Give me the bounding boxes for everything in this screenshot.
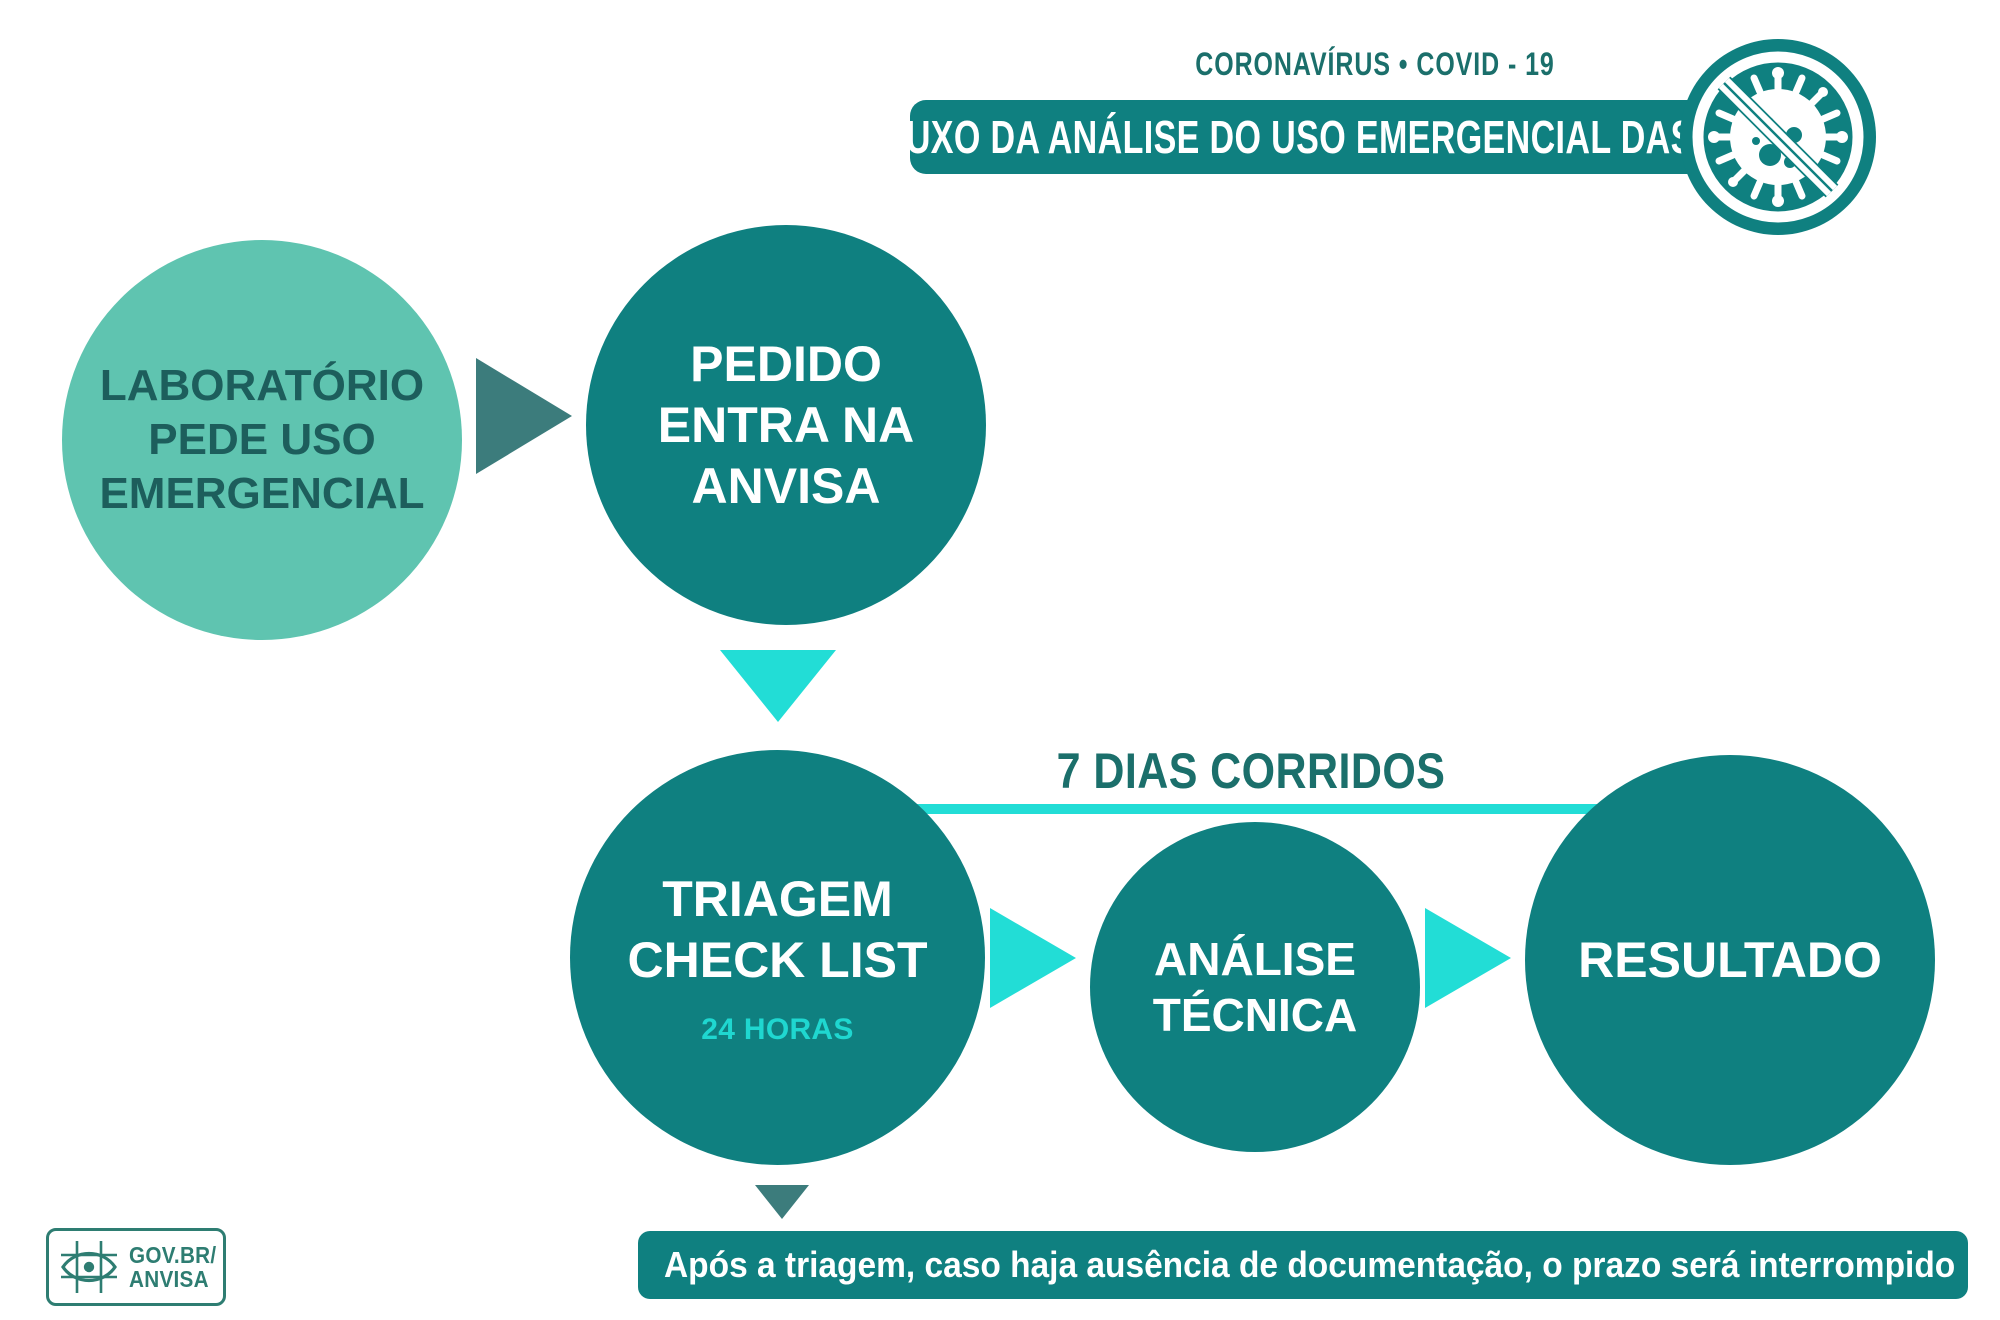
flow-node-pedido[interactable]: PEDIDO ENTRA NA ANVISA — [586, 225, 986, 625]
flow-node-analise-tecnica-label: ANÁLISE TÉCNICA — [1152, 932, 1358, 1041]
gov-br-anvisa-logo[interactable]: GOV.BR/ ANVISA — [46, 1228, 226, 1306]
flow-node-resultado-label: RESULTADO — [1578, 931, 1882, 988]
arrow-down-icon-pedido-to-triagem — [720, 650, 836, 722]
timeline-track — [778, 804, 1724, 814]
flow-node-triagem-duration-badge: 24 HORAS — [701, 1012, 854, 1046]
arrow-right-icon-triagem-to-analise — [990, 908, 1076, 1008]
arrow-right-icon-laboratorio-to-pedido — [476, 358, 572, 474]
flow-node-analise-tecnica[interactable]: ANÁLISE TÉCNICA — [1090, 822, 1420, 1152]
flow-node-resultado[interactable]: RESULTADO — [1525, 755, 1935, 1165]
header: CORONAVÍRUS • COVID - 19 FLUXO DA ANÁLIS… — [863, 22, 1980, 242]
flow-node-laboratorio[interactable]: LABORATÓRIO PEDE USO EMERGENCIAL — [62, 240, 462, 640]
timeline-label: 7 DIAS CORRIDOS — [1056, 743, 1446, 799]
header-title-bar: FLUXO DA ANÁLISE DO USO EMERGENCIAL DAS … — [863, 100, 1856, 174]
arrow-down-icon-triagem-to-footnote — [755, 1185, 809, 1219]
footnote-banner: Após a triagem, caso haja ausência de do… — [638, 1231, 1968, 1299]
arrow-right-icon-analise-to-resultado — [1425, 908, 1511, 1008]
flow-node-laboratorio-label: LABORATÓRIO PEDE USO EMERGENCIAL — [99, 361, 425, 518]
gov-br-anvisa-logo-text: GOV.BR/ ANVISA — [129, 1241, 217, 1292]
virus-blocked-icon — [1678, 37, 1878, 237]
flow-node-pedido-label: PEDIDO ENTRA NA ANVISA — [657, 335, 915, 514]
anvisa-eye-grid-icon — [57, 1237, 121, 1297]
flow-node-triagem[interactable]: TRIAGEM CHECK LIST 24 HORAS — [570, 750, 985, 1165]
header-kicker: CORONAVÍRUS • COVID - 19 — [1195, 46, 1555, 82]
footnote-text: Após a triagem, caso haja ausência de do… — [664, 1244, 1956, 1285]
flow-node-triagem-label: TRIAGEM CHECK LIST — [627, 870, 928, 988]
